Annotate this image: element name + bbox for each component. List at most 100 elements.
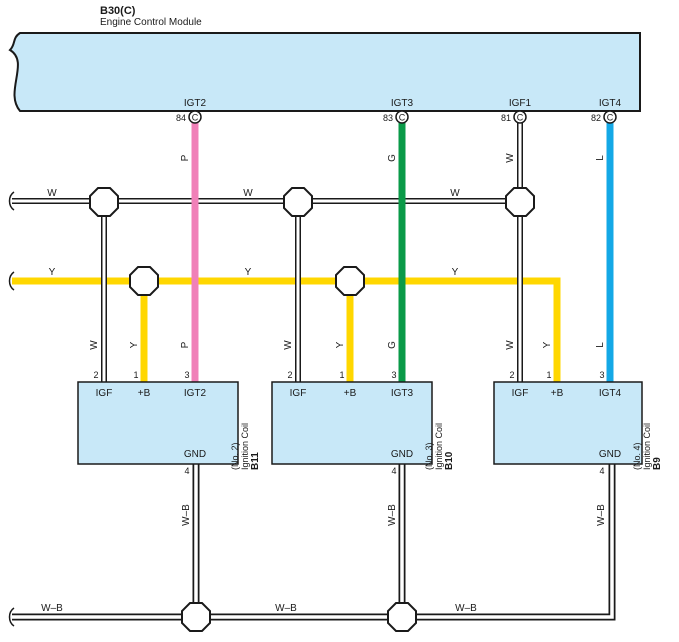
pin-label: +B xyxy=(138,388,151,399)
y-bus-label-right: Y xyxy=(452,267,459,278)
ecm-pin-igt2: C 84 IGT2 xyxy=(176,98,207,124)
wire-label: W xyxy=(505,340,516,350)
ecm-pin-number: 81 xyxy=(501,113,511,123)
wire-label: G xyxy=(387,154,398,162)
w-bus-label-mid: W xyxy=(243,188,253,199)
w-bus-label-right: W xyxy=(450,188,460,199)
ecm-pin-igf1: C 81 IGF1 xyxy=(501,98,532,124)
coil-id: B10 xyxy=(444,451,455,470)
ecm-name: Engine Control Module xyxy=(100,17,202,28)
wb-bus-label-left: W–B xyxy=(41,603,63,614)
w-bus-label-left: W xyxy=(47,188,57,199)
ecm-pin-label: IGT2 xyxy=(184,98,207,109)
ecm-id: B30(C) xyxy=(100,5,136,17)
pin-number: 1 xyxy=(339,370,344,380)
coil-name: Ignition Coil xyxy=(240,423,250,470)
pin-label: +B xyxy=(344,388,357,399)
ecm-pin-number: 83 xyxy=(383,113,393,123)
junction-nodes xyxy=(89,187,535,632)
pin-number: 3 xyxy=(599,370,604,380)
gnd-label: GND xyxy=(184,449,206,460)
y-drops xyxy=(140,281,354,382)
wire-label: W–B xyxy=(387,504,398,526)
junction-wb-1 xyxy=(181,602,211,632)
gnd-pin-number: 4 xyxy=(599,466,604,476)
coil-number: (No. 4) xyxy=(632,442,642,470)
coil-id: B11 xyxy=(250,452,261,470)
wire-label: W–B xyxy=(181,504,192,526)
gnd-label: GND xyxy=(391,449,413,460)
pin-number: 1 xyxy=(546,370,551,380)
ecm-pin-igt3: C 83 IGT3 xyxy=(383,98,414,124)
coil-name: Ignition Coil xyxy=(642,423,652,470)
y-bus-label-mid: Y xyxy=(245,267,252,278)
pin-number: 3 xyxy=(391,370,396,380)
wire-label: G xyxy=(387,341,398,349)
pin-number: 2 xyxy=(509,370,514,380)
junction-wb-2 xyxy=(387,602,417,632)
coil-id: B9 xyxy=(652,457,663,470)
coil-name: Ignition Coil xyxy=(434,423,444,470)
pin-label: +B xyxy=(551,388,564,399)
pin-label: IGF xyxy=(290,388,307,399)
pin-label: IGT4 xyxy=(599,388,622,399)
ignition-coil-b11: 2 1 3 IGF +B IGT2 GND 4 B11 Ignition Coi… xyxy=(77,370,261,476)
svg-text:C: C xyxy=(607,113,614,123)
junction-w-3 xyxy=(505,187,535,217)
y-bus xyxy=(12,277,561,382)
wire-label: L xyxy=(595,342,606,348)
coil-number: (No. 2) xyxy=(230,442,240,470)
ecm-pin-label: IGT4 xyxy=(599,98,622,109)
ecm-module-box xyxy=(8,32,641,112)
svg-text:C: C xyxy=(399,113,406,123)
pin-number: 3 xyxy=(184,370,189,380)
vertical-wire-labels: P W Y P W–B G W Y G W–B W L W Y L W–B xyxy=(89,153,607,526)
wire-label: Y xyxy=(542,341,553,348)
wire-label: P xyxy=(180,341,191,348)
junction-y-1 xyxy=(129,266,159,296)
svg-text:C: C xyxy=(192,113,199,123)
ecm-pin-number: 84 xyxy=(176,113,186,123)
coil-number: (No. 3) xyxy=(424,442,434,470)
wb-bus-label-right: W–B xyxy=(455,603,477,614)
ignition-coil-b9: 2 1 3 IGF +B IGT4 GND 4 B9 Ignition Coil… xyxy=(493,370,663,476)
pin-label: IGF xyxy=(512,388,529,399)
wire-label: W xyxy=(505,153,516,163)
ecm-pin-label: IGT3 xyxy=(391,98,414,109)
ecm-pin-number: 82 xyxy=(591,113,601,123)
wire-label: L xyxy=(595,155,606,161)
wire-label: P xyxy=(180,154,191,161)
wb-bus xyxy=(12,464,616,621)
ecm-pin-igt4: C 82 IGT4 xyxy=(591,98,622,124)
bus-labels: W W W Y Y Y W–B W–B W–B xyxy=(41,188,477,614)
gnd-label: GND xyxy=(599,449,621,460)
wire-label: W xyxy=(283,340,294,350)
junction-w-1 xyxy=(89,187,119,217)
svg-text:C: C xyxy=(517,113,524,123)
pin-label: IGT2 xyxy=(184,388,207,399)
y-bus-label-left: Y xyxy=(49,267,56,278)
junction-y-2 xyxy=(335,266,365,296)
wire-label: Y xyxy=(129,341,140,348)
gnd-pin-number: 4 xyxy=(391,466,396,476)
coil-box xyxy=(493,381,643,465)
gnd-pin-number: 4 xyxy=(184,466,189,476)
wire-label: W–B xyxy=(596,504,607,526)
ignition-coil-b10: 2 1 3 IGF +B IGT3 GND 4 B10 Ignition Coi… xyxy=(271,370,455,476)
wire-label: Y xyxy=(335,341,346,348)
ecm-pin-label: IGF1 xyxy=(509,98,532,109)
wb-bus-label-mid: W–B xyxy=(275,603,297,614)
wire-label: W xyxy=(89,340,100,350)
wire-break-marks xyxy=(8,191,15,627)
pin-number: 2 xyxy=(93,370,98,380)
coil-box xyxy=(77,381,239,465)
pin-number: 1 xyxy=(133,370,138,380)
junction-w-2 xyxy=(283,187,313,217)
coil-box xyxy=(271,381,433,465)
pin-number: 2 xyxy=(287,370,292,380)
pin-label: IGF xyxy=(96,388,113,399)
w-verticals xyxy=(101,122,523,382)
wb-verticals xyxy=(192,464,406,617)
pin-label: IGT3 xyxy=(391,388,414,399)
